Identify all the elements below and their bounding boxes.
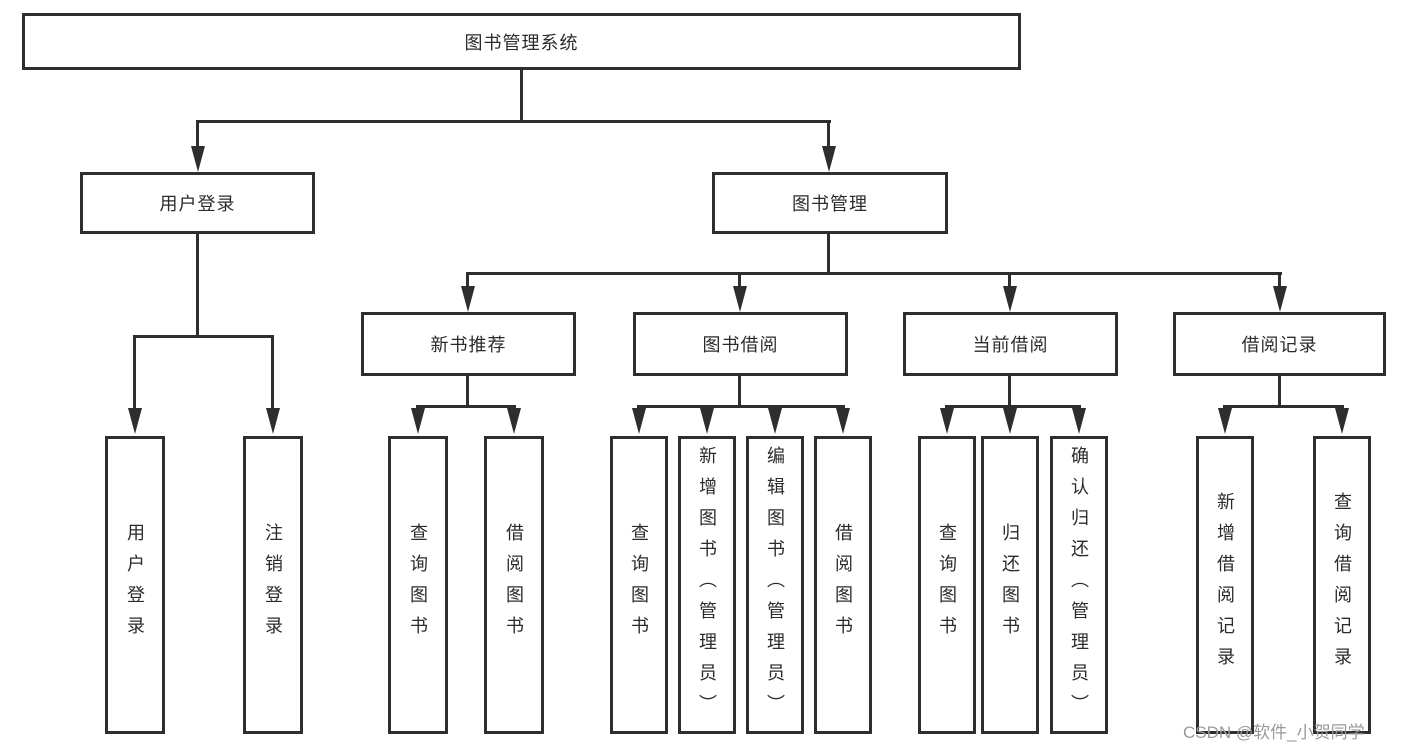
node-leaf-query-books: 查询图书	[610, 436, 668, 734]
connector-group-stem	[1278, 376, 1281, 408]
connector-book-mgmt-stem	[827, 234, 830, 275]
node-leaf-return-books: 归还图书	[981, 436, 1039, 734]
node-label: 查询图书	[629, 523, 649, 647]
node-user-login: 用户登录	[80, 172, 315, 234]
node-leaf-query-books: 查询图书	[918, 436, 976, 734]
connector-group-stem	[738, 376, 741, 408]
csdn-watermark: CSDN @软件_小贺同学	[1183, 723, 1365, 742]
connector-leaf-shaft	[271, 335, 274, 408]
node-label: 编辑图书（管理员）	[765, 445, 785, 725]
connector-leaf-shaft	[1008, 272, 1011, 288]
arrow-down-icon	[632, 408, 646, 434]
arrow-down-icon	[191, 146, 205, 172]
node-label: 用户登录	[159, 194, 236, 214]
node-label: 图书借阅	[702, 335, 779, 355]
connector-leaf-shaft	[133, 335, 136, 408]
node-book-borrow: 图书借阅	[633, 312, 848, 376]
connector-group-stem	[466, 376, 469, 408]
node-label: 查询借阅记录	[1332, 492, 1352, 678]
connector-group-bar	[945, 405, 1081, 408]
node-label: 查询图书	[408, 523, 428, 647]
node-label: 当前借阅	[972, 335, 1049, 355]
node-leaf-borrow-books: 借阅图书	[484, 436, 544, 734]
node-label: 借阅图书	[833, 523, 853, 647]
node-label: 确认归还（管理员）	[1069, 445, 1089, 725]
node-label: 新增图书（管理员）	[697, 445, 717, 725]
node-leaf-query-borrow-record: 查询借阅记录	[1313, 436, 1371, 734]
node-leaf-borrow-books: 借阅图书	[814, 436, 872, 734]
node-label: 新书推荐	[430, 335, 507, 355]
connector-level1-bar	[197, 120, 831, 123]
node-label: 注销登录	[263, 523, 283, 647]
node-label: 归还图书	[1000, 523, 1020, 647]
connector-group-bar	[637, 405, 845, 408]
node-leaf-user-login: 用户登录	[105, 436, 165, 734]
node-label: 用户登录	[125, 523, 145, 647]
node-leaf-add-borrow-record: 新增借阅记录	[1196, 436, 1254, 734]
node-label: 图书管理系统	[464, 32, 579, 53]
connector-group-stem	[1008, 376, 1011, 408]
node-label: 借阅记录	[1241, 335, 1318, 355]
arrow-down-icon	[822, 146, 836, 172]
connector-leaf-shaft	[1278, 272, 1281, 288]
node-current-borrow: 当前借阅	[903, 312, 1118, 376]
connector-user-login-shaft	[196, 120, 199, 148]
connector-level3-bar	[466, 272, 1282, 275]
connector-root-stem	[520, 70, 523, 123]
connector-user-login-stem	[196, 234, 199, 338]
node-borrow-records: 借阅记录	[1173, 312, 1386, 376]
connector-group-bar	[416, 405, 516, 408]
node-label: 查询图书	[937, 523, 957, 647]
arrow-down-icon	[1072, 408, 1086, 434]
node-leaf-confirm-return-admin: 确认归还（管理员）	[1050, 436, 1108, 734]
arrow-down-icon	[1218, 408, 1232, 434]
arrow-down-icon	[733, 286, 747, 312]
node-library-management-system: 图书管理系统	[22, 13, 1021, 70]
arrow-down-icon	[507, 408, 521, 434]
arrow-down-icon	[128, 408, 142, 434]
node-new-book-recommend: 新书推荐	[361, 312, 576, 376]
node-book-management: 图书管理	[712, 172, 948, 234]
connector-leaf-shaft	[466, 272, 469, 288]
connector-user-login-bar	[133, 335, 274, 338]
connector-leaf-shaft	[738, 272, 741, 288]
arrow-down-icon	[1003, 286, 1017, 312]
connector-group-bar	[1223, 405, 1344, 408]
arrow-down-icon	[411, 408, 425, 434]
arrow-down-icon	[836, 408, 850, 434]
node-leaf-logout: 注销登录	[243, 436, 303, 734]
arrow-down-icon	[1003, 408, 1017, 434]
arrow-down-icon	[1273, 286, 1287, 312]
connector-book-mgmt-shaft	[827, 120, 830, 148]
arrow-down-icon	[1335, 408, 1349, 434]
arrow-down-icon	[768, 408, 782, 434]
node-label: 图书管理	[792, 194, 868, 214]
arrow-down-icon	[461, 286, 475, 312]
arrow-down-icon	[940, 408, 954, 434]
node-leaf-query-books: 查询图书	[388, 436, 448, 734]
arrow-down-icon	[700, 408, 714, 434]
arrow-down-icon	[266, 408, 280, 434]
node-leaf-edit-books-admin: 编辑图书（管理员）	[746, 436, 804, 734]
node-label: 新增借阅记录	[1215, 492, 1235, 678]
node-leaf-add-books-admin: 新增图书（管理员）	[678, 436, 736, 734]
node-label: 借阅图书	[504, 523, 524, 647]
